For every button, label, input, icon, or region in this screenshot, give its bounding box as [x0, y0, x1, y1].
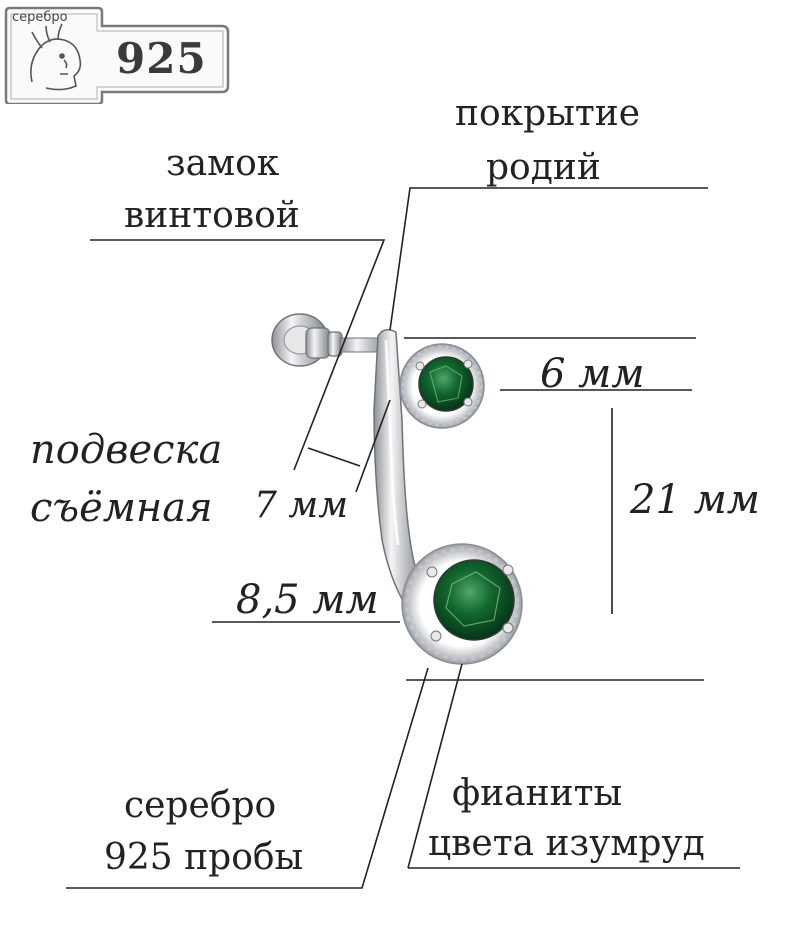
small-emerald-stone	[399, 343, 485, 429]
coating-label-line2: родий	[486, 147, 601, 188]
leader-lines	[66, 187, 740, 889]
large-stone-size: 8,5 мм	[236, 577, 379, 623]
mercury-head-icon	[30, 23, 82, 91]
stones-label-line1: фианиты	[452, 773, 623, 814]
stamp-metal-label: серебро	[12, 10, 68, 25]
small-stone-size: 6 мм	[540, 351, 645, 397]
pendant-label-line2: съёмная	[30, 485, 213, 531]
hallmark-stamp: серебро 925	[2, 4, 230, 106]
screw-lock	[271, 313, 389, 367]
lock-label-line1: замок	[166, 143, 280, 184]
coating-label-line1: покрытие	[455, 93, 641, 134]
stones-label-line2: цвета изумруд	[428, 823, 705, 864]
total-length-size: 21 мм	[630, 477, 760, 523]
lock-width-size: 7 мм	[254, 485, 349, 526]
large-emerald-stone	[401, 543, 523, 665]
silver-label-line1: серебро	[124, 785, 277, 826]
silver-label-line2: 925 пробы	[104, 837, 304, 878]
stamp-fineness: 925	[116, 34, 207, 83]
lock-label-line2: винтовой	[124, 195, 300, 236]
pendant-label-line1: подвеска	[30, 427, 223, 473]
